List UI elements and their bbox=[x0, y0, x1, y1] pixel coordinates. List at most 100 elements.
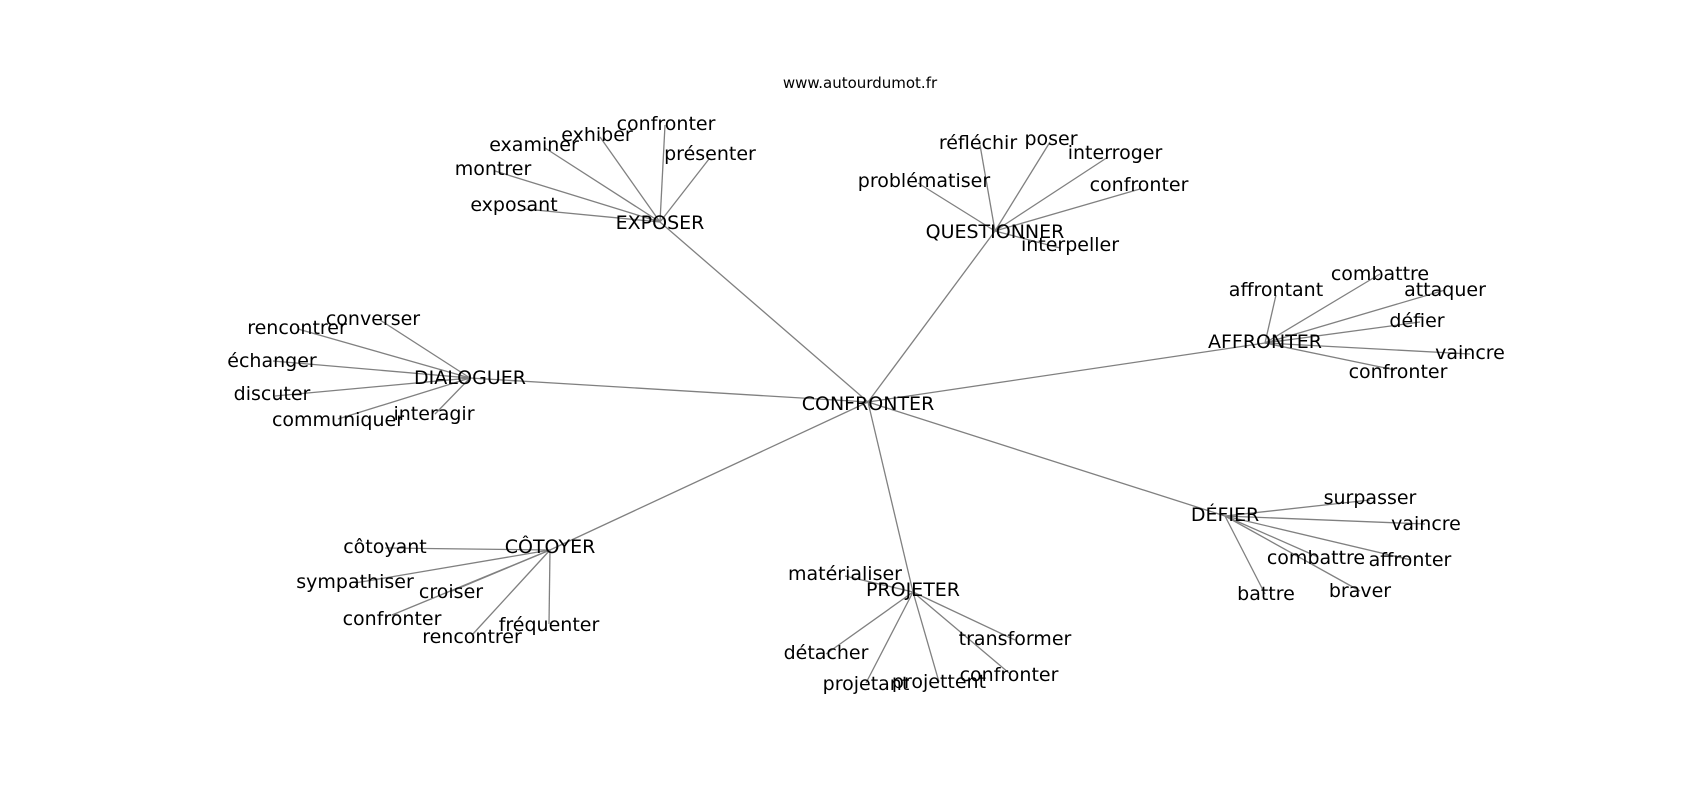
word-node-affronter-2[interactable]: attaquer bbox=[1404, 279, 1486, 301]
word-node-questionner-5[interactable]: interpeller bbox=[1021, 234, 1119, 256]
edge-projeter-2 bbox=[865, 591, 914, 684]
edge-défier-1 bbox=[1224, 515, 1426, 525]
edge-exposer-0 bbox=[659, 124, 666, 223]
word-node-exposer-3[interactable]: montrer bbox=[455, 158, 532, 180]
edge-projeter-1 bbox=[825, 591, 914, 655]
word-node-affronter-3[interactable]: défier bbox=[1389, 310, 1444, 332]
edge-dialoguer-3 bbox=[274, 377, 471, 397]
word-node-projeter-5[interactable]: transformer bbox=[959, 628, 1072, 650]
edge-questionner-0 bbox=[979, 144, 996, 232]
edge-projeter-3 bbox=[912, 591, 940, 683]
word-node-défier-2[interactable]: combattre bbox=[1267, 547, 1365, 569]
word-node-projeter-2[interactable]: projetant bbox=[823, 673, 910, 695]
edge-affronter-2 bbox=[1264, 289, 1446, 344]
word-node-défier-3[interactable]: affronter bbox=[1369, 549, 1452, 571]
edge-défier-5 bbox=[1224, 515, 1361, 592]
word-node-côtoyer-0[interactable]: côtoyant bbox=[343, 536, 427, 558]
edge-dialoguer-5 bbox=[434, 377, 471, 415]
word-node-côtoyer-1[interactable]: sympathiser bbox=[296, 571, 414, 593]
word-node-exposer-0[interactable]: confronter bbox=[617, 113, 716, 135]
edge-dialoguer-0 bbox=[297, 328, 471, 379]
edge-exposer-4 bbox=[524, 208, 661, 223]
edge-affronter-3 bbox=[1264, 321, 1421, 344]
edge-root-questionner bbox=[867, 230, 996, 403]
word-node-projeter-0[interactable]: matérialiser bbox=[788, 563, 902, 585]
group-node-dialoguer[interactable]: DIALOGUER bbox=[414, 367, 526, 389]
word-node-dialoguer-2[interactable]: échanger bbox=[227, 350, 317, 372]
word-node-exposer-4[interactable]: exposant bbox=[470, 194, 557, 216]
group-node-côtoyer[interactable]: CÔTOYER bbox=[505, 534, 596, 558]
edge-questionner-1 bbox=[994, 141, 1051, 232]
edge-root-exposer bbox=[659, 221, 869, 403]
word-node-dialoguer-1[interactable]: converser bbox=[326, 308, 420, 330]
group-node-questionner[interactable]: QUESTIONNER bbox=[926, 221, 1065, 243]
word-node-dialoguer-3[interactable]: discuter bbox=[234, 383, 311, 405]
edge-côtoyer-0 bbox=[384, 547, 551, 551]
edge-exposer-1 bbox=[599, 136, 661, 223]
edge-questionner-4 bbox=[917, 182, 996, 232]
root-node[interactable]: CONFRONTER bbox=[802, 393, 935, 415]
edge-root-projeter bbox=[867, 401, 914, 593]
word-node-côtoyer-2[interactable]: croiser bbox=[419, 581, 483, 603]
word-node-projeter-1[interactable]: détacher bbox=[784, 642, 869, 664]
edge-questionner-5 bbox=[994, 230, 1061, 249]
word-node-exposer-1[interactable]: exhiber bbox=[561, 124, 633, 146]
edge-affronter-4 bbox=[1264, 342, 1471, 355]
edge-défier-0 bbox=[1224, 499, 1371, 517]
word-node-dialoguer-4[interactable]: communiquer bbox=[272, 409, 404, 431]
word-node-projeter-3[interactable]: projettent bbox=[892, 671, 986, 693]
edge-défier-3 bbox=[1224, 515, 1412, 561]
edge-côtoyer-5 bbox=[548, 549, 551, 625]
word-node-questionner-4[interactable]: problématiser bbox=[858, 170, 991, 192]
graph-labels: CONFRONTER confronterexhiberexaminermont… bbox=[227, 113, 1505, 695]
edge-questionner-2 bbox=[994, 156, 1109, 232]
edge-root-affronter bbox=[867, 342, 1266, 403]
group-node-affronter[interactable]: AFFRONTER bbox=[1208, 331, 1322, 353]
group-node-défier[interactable]: DÉFIER bbox=[1191, 503, 1259, 526]
group-node-projeter[interactable]: PROJETER bbox=[866, 579, 960, 601]
edge-projeter-0 bbox=[844, 575, 914, 593]
word-node-questionner-0[interactable]: réfléchir bbox=[939, 132, 1018, 154]
edge-dialoguer-1 bbox=[379, 319, 471, 379]
word-node-côtoyer-4[interactable]: rencontrer bbox=[422, 626, 522, 648]
edge-côtoyer-1 bbox=[354, 549, 551, 584]
word-node-dialoguer-5[interactable]: interagir bbox=[393, 403, 474, 425]
word-node-dialoguer-0[interactable]: rencontrer bbox=[247, 317, 347, 339]
word-node-défier-4[interactable]: battre bbox=[1237, 583, 1295, 605]
word-node-affronter-4[interactable]: vaincre bbox=[1435, 342, 1505, 364]
word-node-affronter-5[interactable]: confronter bbox=[1349, 361, 1448, 383]
source-label: www.autourdumot.fr bbox=[783, 74, 938, 92]
edge-exposer-2 bbox=[544, 147, 661, 223]
edge-exposer-3 bbox=[494, 170, 661, 223]
edge-affronter-0 bbox=[1264, 294, 1277, 344]
word-node-défier-1[interactable]: vaincre bbox=[1391, 513, 1461, 535]
edge-côtoyer-3 bbox=[391, 549, 551, 616]
edge-dialoguer-2 bbox=[272, 360, 471, 379]
word-node-affronter-1[interactable]: combattre bbox=[1331, 263, 1429, 285]
edge-projeter-4 bbox=[912, 591, 1010, 674]
edge-root-côtoyer bbox=[549, 401, 869, 551]
word-node-côtoyer-5[interactable]: fréquenter bbox=[499, 614, 600, 636]
edge-dialoguer-4 bbox=[337, 377, 471, 420]
word-node-projeter-4[interactable]: confronter bbox=[960, 664, 1059, 686]
word-node-questionner-3[interactable]: confronter bbox=[1090, 174, 1189, 196]
group-node-exposer[interactable]: EXPOSER bbox=[616, 212, 705, 234]
word-node-côtoyer-3[interactable]: confronter bbox=[343, 608, 442, 630]
word-node-exposer-2[interactable]: examiner bbox=[489, 134, 579, 156]
graph-edges bbox=[272, 124, 1471, 684]
word-node-questionner-1[interactable]: poser bbox=[1024, 128, 1077, 150]
edge-root-défier bbox=[867, 401, 1226, 517]
word-node-affronter-0[interactable]: affrontant bbox=[1229, 279, 1323, 301]
edge-affronter-5 bbox=[1264, 342, 1396, 371]
word-node-défier-0[interactable]: surpasser bbox=[1324, 487, 1417, 509]
word-node-questionner-2[interactable]: interroger bbox=[1068, 142, 1163, 164]
word-node-exposer-5[interactable]: présenter bbox=[664, 143, 756, 165]
word-node-défier-5[interactable]: braver bbox=[1329, 580, 1391, 602]
edge-affronter-1 bbox=[1264, 273, 1381, 344]
edge-root-dialoguer bbox=[469, 377, 869, 403]
edge-projeter-5 bbox=[912, 591, 1016, 641]
edge-défier-4 bbox=[1224, 515, 1266, 595]
edge-questionner-3 bbox=[994, 188, 1141, 232]
edge-exposer-5 bbox=[659, 158, 710, 223]
